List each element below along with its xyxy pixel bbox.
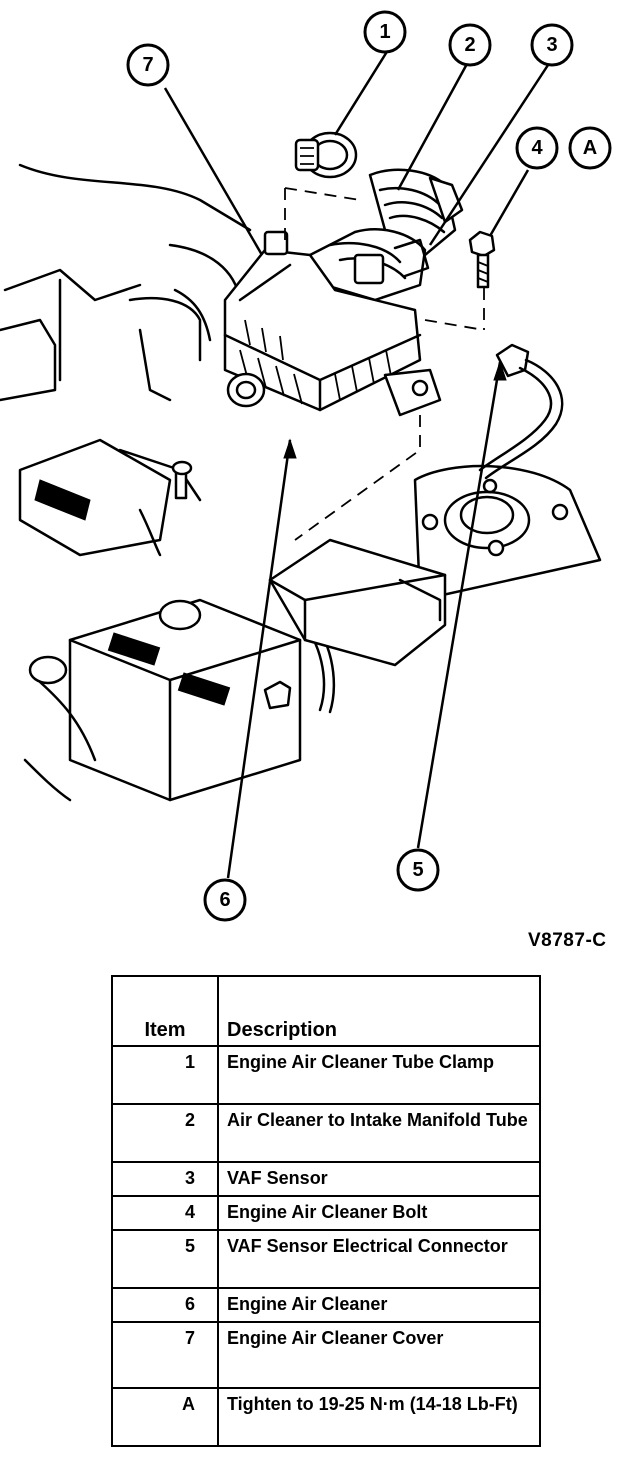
callout-2-label: 2	[464, 34, 475, 56]
leader-lines	[163, 49, 552, 879]
legend-description: VAF Sensor	[217, 1161, 541, 1197]
callout-6-label: 6	[219, 889, 230, 911]
legend-description: Air Cleaner to Intake Manifold Tube	[217, 1103, 541, 1163]
tube-clamp	[294, 131, 358, 179]
callout-7-label: 7	[142, 54, 153, 76]
legend-description: Engine Air Cleaner	[217, 1287, 541, 1323]
control-module	[268, 538, 447, 667]
legend-header-item: Item	[111, 975, 219, 1047]
engine-air-cleaner-housing	[223, 230, 442, 417]
air-cleaner-bolt	[468, 230, 496, 289]
legend-row: 2 Air Cleaner to Intake Manifold Tube	[111, 1103, 541, 1163]
legend-row: 5 VAF Sensor Electrical Connector	[111, 1229, 541, 1289]
legend-row: 1 Engine Air Cleaner Tube Clamp	[111, 1045, 541, 1105]
strut-tower	[413, 464, 602, 602]
legend-description: Engine Air Cleaner Bolt	[217, 1195, 541, 1231]
legend-item: 3	[111, 1161, 219, 1197]
legend-item: 6	[111, 1287, 219, 1323]
legend-table: Item Description 1 Engine Air Cleaner Tu…	[111, 975, 541, 1447]
alignment-lines	[284, 187, 485, 541]
legend-item: A	[111, 1387, 219, 1447]
callout-6: 6	[203, 878, 247, 922]
vaf-sensor	[308, 228, 430, 302]
callout-3: 3	[530, 23, 574, 67]
legend-description: VAF Sensor Electrical Connector	[217, 1229, 541, 1289]
battery	[23, 598, 302, 802]
legend-item: 1	[111, 1045, 219, 1105]
callout-4: 4	[515, 126, 559, 170]
callout-5-label: 5	[412, 859, 423, 881]
engine-left-components	[18, 438, 202, 557]
legend-row: 3 VAF Sensor	[111, 1161, 541, 1197]
legend-item: 7	[111, 1321, 219, 1389]
callout-2: 2	[448, 23, 492, 67]
legend-item: 5	[111, 1229, 219, 1289]
callout-7: 7	[126, 43, 170, 87]
legend-description: Engine Air Cleaner Cover	[217, 1321, 541, 1389]
callout-1-label: 1	[379, 21, 390, 43]
legend-item: 2	[111, 1103, 219, 1163]
callout-A: A	[568, 126, 612, 170]
callout-A-label: A	[583, 137, 597, 159]
engine-air-cleaner-diagram: 1 2 3 4 A 7 5 6	[0, 10, 612, 922]
legend-description: Tighten to 19-25 N·m (14-18 Lb-Ft)	[217, 1387, 541, 1447]
legend-item: 4	[111, 1195, 219, 1231]
engine-compartment-outline	[0, 163, 252, 402]
callout-3-label: 3	[546, 34, 557, 56]
callout-4-label: 4	[531, 137, 543, 159]
legend-row: 7 Engine Air Cleaner Cover	[111, 1321, 541, 1389]
legend-row: A Tighten to 19-25 N·m (14-18 Lb-Ft)	[111, 1387, 541, 1447]
legend-header-row: Item Description	[111, 975, 541, 1047]
callout-5: 5	[396, 848, 440, 892]
legend-header-description: Description	[217, 975, 541, 1047]
legend-row: 6 Engine Air Cleaner	[111, 1287, 541, 1323]
callout-1: 1	[363, 10, 407, 54]
legend-description: Engine Air Cleaner Tube Clamp	[217, 1045, 541, 1105]
figure-code: V8787-C	[528, 930, 607, 951]
legend-row: 4 Engine Air Cleaner Bolt	[111, 1195, 541, 1231]
